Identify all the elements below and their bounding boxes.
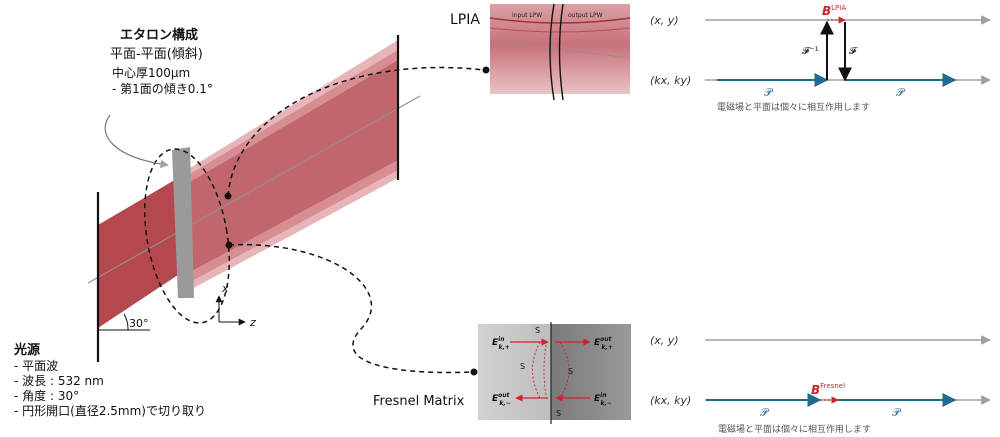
flow-top-forward-ft: 𝓕	[849, 46, 858, 57]
incident-beam	[98, 178, 178, 328]
lpia-inset: input LPW output LPW	[489, 3, 631, 101]
fresnel-sup-in-2: in	[600, 392, 606, 399]
flow-bottom-propagator-right: 𝒫	[892, 406, 902, 419]
lpia-output-label: output LPW	[568, 12, 603, 19]
optical-axis	[87, 95, 421, 284]
lpia-connector-end	[482, 66, 490, 74]
angle-arc	[123, 313, 129, 331]
fresnel-e-out-plus: E	[594, 338, 601, 348]
fresnel-sub-minus-2: k,−	[600, 400, 611, 407]
fresnel-sup-out-2: out	[498, 392, 510, 399]
fresnel-s-mm: S	[556, 409, 561, 418]
etalon-item-thickness: 中心厚100μm	[112, 66, 191, 80]
fresnel-e-out-minus: E	[492, 394, 499, 404]
flow-top-inverse-ft: 𝓕⁻¹	[802, 46, 819, 57]
fresnel-e-in-plus: E	[492, 338, 499, 348]
etalon-prism	[172, 147, 194, 298]
fresnel-sup-in-1: in	[498, 336, 504, 343]
fresnel-s-center: S	[568, 367, 573, 376]
flow-top-operator: B	[822, 4, 831, 18]
flow-bottom-k-space: (kx, ky)	[650, 394, 691, 407]
flow-top-real-space: (x, y)	[650, 14, 679, 27]
etalon-pointer	[104, 114, 169, 169]
etalon-highlight	[143, 148, 231, 324]
flow-bottom-real-space: (x, y)	[650, 334, 679, 347]
fresnel-sub-minus-1: k,−	[499, 400, 510, 407]
flow-top: (x, y) (kx, ky) BLPIA 𝓕⁻¹ 𝓕 𝒫 𝒫 電磁場と平面は個…	[650, 4, 991, 113]
fresnel-connector	[228, 243, 473, 374]
lpia-label: LPIA	[450, 12, 480, 28]
flow-top-propagator-right: 𝒫	[896, 86, 906, 99]
fresnel-s-mp: S	[520, 362, 525, 371]
source-item-planewave: - 平面波	[14, 359, 59, 373]
source-item-aperture: - 円形開口(直径2.5mm)で切り取り	[14, 404, 206, 418]
svg-text:BFresnel: BFresnel	[811, 382, 845, 397]
etalon-type: 平面-平面(傾斜)	[110, 47, 203, 62]
source-item-angle: - 角度 : 30°	[14, 389, 80, 403]
lpia-input-label: input LPW	[512, 12, 542, 19]
lpia-connector	[227, 66, 485, 197]
fresnel-s-pp: S	[535, 326, 540, 335]
flow-top-propagator-left: 𝒫	[764, 86, 774, 99]
angle-label: 30°	[129, 317, 149, 330]
fresnel-connector-end	[470, 368, 478, 376]
source-item-wavelength: - 波長 : 532 nm	[14, 374, 104, 388]
fresnel-sub-plus-1: k,+	[498, 344, 509, 351]
flow-top-operator-sup: LPIA	[831, 4, 846, 12]
flow-top-caption: 電磁場と平面は個々に相互作用します	[717, 101, 870, 113]
flow-top-k-space: (kx, ky)	[650, 74, 691, 87]
x-axis-label: x	[221, 282, 229, 295]
flow-bottom-operator: B	[811, 383, 820, 397]
fresnel-sub-plus-2: k,+	[601, 344, 612, 351]
svg-text:BLPIA: BLPIA	[822, 4, 846, 18]
etalon-title: エタロン構成	[120, 28, 199, 43]
flow-bottom-propagator-left: 𝒫	[760, 406, 770, 419]
flow-bottom: (x, y) (kx, ky) BFresnel 𝒫 𝒫 電磁場と平面は個々に相…	[650, 334, 991, 435]
etalon-item-tilt: - 第1面の傾き0.1°	[112, 82, 213, 96]
flow-bottom-caption: 電磁場と平面は個々に相互作用します	[718, 423, 871, 435]
fresnel-label: Fresnel Matrix	[373, 394, 465, 409]
flow-bottom-operator-sup: Fresnel	[820, 382, 845, 390]
z-axis-label: z	[249, 316, 256, 329]
transmitted-beam-inner	[190, 60, 398, 272]
fresnel-sup-out-1: out	[600, 336, 612, 343]
source-title: 光源	[14, 343, 41, 358]
fresnel-e-in-minus: E	[594, 394, 601, 404]
